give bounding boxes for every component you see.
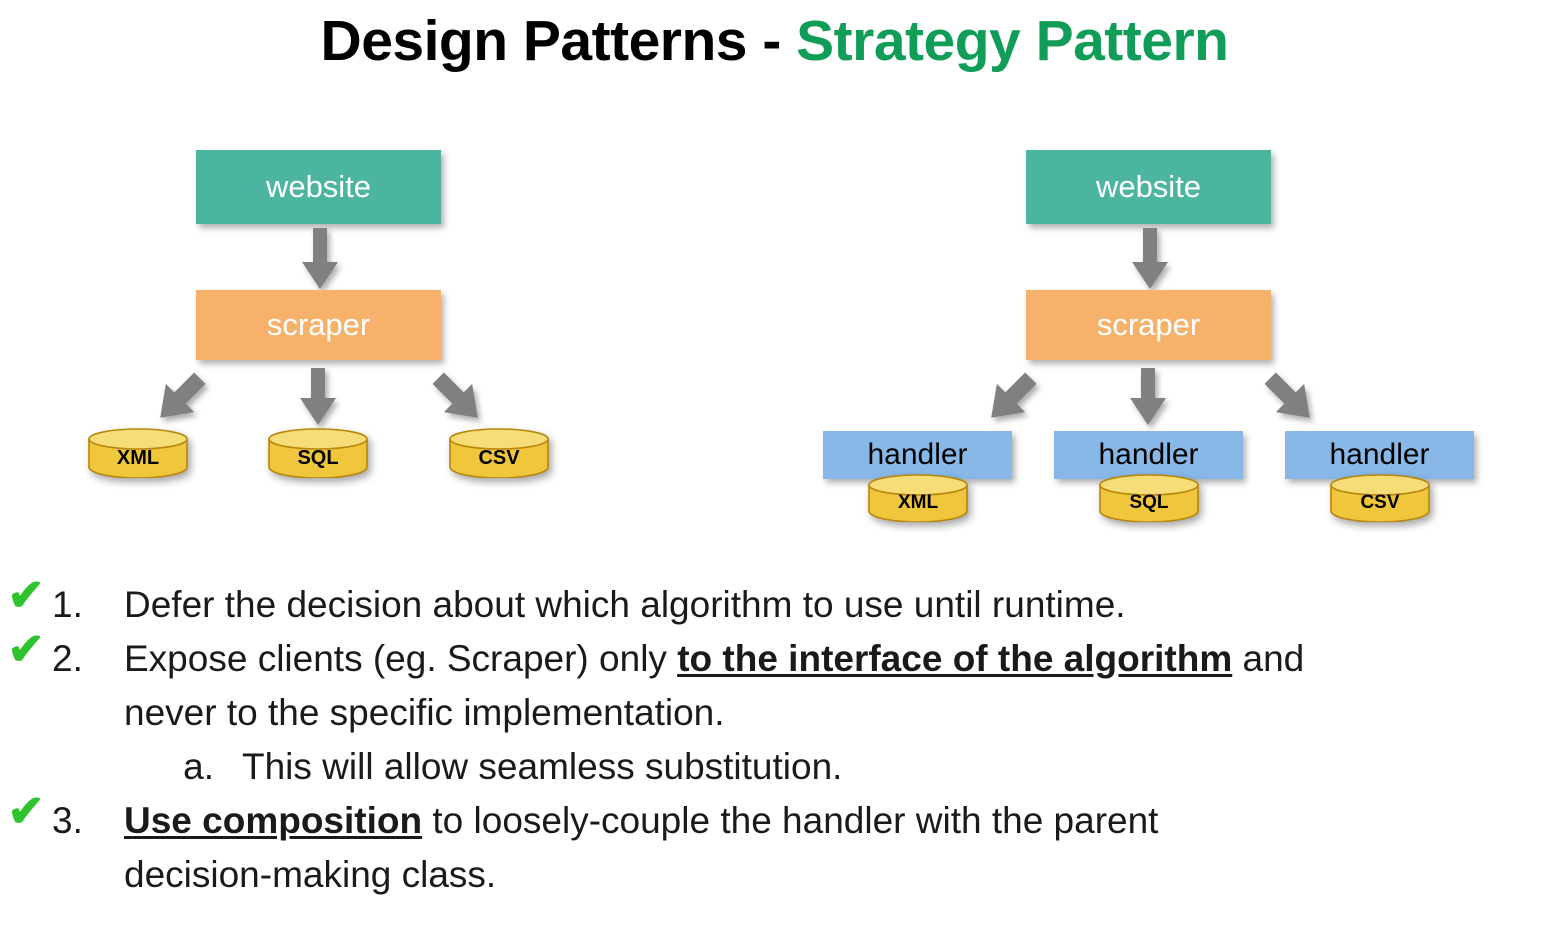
page-title-highlight: Strategy Pattern xyxy=(796,9,1229,73)
list-item: ✔a.This will allow seamless substitution… xyxy=(0,740,1549,794)
list-item-text: Expose clients (eg. Scraper) only to the… xyxy=(124,632,1549,686)
left-arrow-to-xml xyxy=(152,368,208,428)
bullet-list: ✔1.Defer the decision about which algori… xyxy=(0,574,1549,902)
left-arrow-to-csv xyxy=(430,368,486,428)
check-icon: ✔ xyxy=(7,571,45,620)
plain-text: and xyxy=(1232,638,1305,680)
list-item-text: Defer the decision about which algorithm… xyxy=(124,578,1549,632)
right-store-sql: SQL xyxy=(1099,474,1199,522)
list-item: ✔3. Use composition to loosely-couple the… xyxy=(0,790,1549,848)
plain-text: Expose clients (eg. Scraper) only xyxy=(124,638,678,680)
right-store-xml: XML xyxy=(868,474,968,522)
emphasis-text: Use composition xyxy=(124,800,423,842)
left-store-csv: CSV xyxy=(449,428,549,478)
right-arrow-to-handler-xml xyxy=(983,368,1039,428)
list-item: ✔2. Expose clients (eg. Scraper) only to … xyxy=(0,628,1549,686)
emphasis-text: to the interface of the algorithm xyxy=(677,638,1233,680)
right-handler-label-3: handler xyxy=(1329,438,1430,471)
right-handler-box-2: handler xyxy=(1054,431,1243,479)
plain-text: This will allow seamless substitution. xyxy=(242,746,843,788)
left-scraper-box: scraper xyxy=(196,290,441,360)
left-scraper-label: scraper xyxy=(266,307,371,342)
list-item-text: This will allow seamless substitution. xyxy=(242,740,1549,794)
list-item-text: decision-making class. xyxy=(124,848,1549,902)
plain-text: to loosely-couple the handler with the p… xyxy=(422,800,1159,842)
check-icon: ✔ xyxy=(7,787,45,837)
right-website-box: website xyxy=(1026,150,1271,224)
left-arrow-website-to-scraper xyxy=(301,228,339,290)
right-store-xml-label: XML xyxy=(897,492,939,513)
left-website-label: website xyxy=(265,169,372,204)
plain-text: decision-making class. xyxy=(124,854,497,896)
left-store-xml-label: XML xyxy=(116,447,160,469)
list-item-marker: 1. xyxy=(52,584,83,625)
check-icon-placeholder: ✔ xyxy=(0,736,52,780)
list-item-continuation: never to the specific implementation. xyxy=(0,686,1549,740)
check-icon: ✔ xyxy=(7,625,45,675)
right-handler-label-2: handler xyxy=(1098,438,1199,471)
list-item-marker: a. xyxy=(183,746,214,788)
left-store-xml: XML xyxy=(88,428,188,478)
right-handler-label-1: handler xyxy=(867,438,968,471)
right-scraper-box: scraper xyxy=(1026,290,1271,360)
list-item-text: Use composition to loosely-couple the ha… xyxy=(124,794,1549,848)
left-website-box: website xyxy=(196,150,441,224)
left-store-sql-label: SQL xyxy=(297,447,339,469)
right-store-sql-label: SQL xyxy=(1129,492,1169,513)
right-arrow-to-handler-csv xyxy=(1262,368,1318,428)
list-item-marker: 3. xyxy=(52,800,83,842)
list-item-continuation: decision-making class. xyxy=(0,848,1549,902)
page-title-main: Design Patterns - xyxy=(320,9,797,73)
left-store-csv-label: CSV xyxy=(478,447,520,469)
list-item: ✔1. Defer the decision about which algori… xyxy=(0,574,1549,632)
plain-text: never to the specific implementation. xyxy=(124,692,725,734)
list-item-marker: 2. xyxy=(52,638,83,680)
left-store-sql: SQL xyxy=(268,428,368,478)
right-arrow-to-handler-sql xyxy=(1129,368,1167,426)
right-scraper-label: scraper xyxy=(1096,307,1201,342)
right-store-csv: CSV xyxy=(1330,474,1430,522)
list-item-text: never to the specific implementation. xyxy=(124,686,1549,740)
right-handler-box-3: handler xyxy=(1285,431,1474,479)
right-handler-box-1: handler xyxy=(823,431,1012,479)
page-title: Design Patterns - Strategy Pattern xyxy=(0,8,1549,74)
right-store-csv-label: CSV xyxy=(1360,492,1400,513)
plain-text: Defer the decision about which algorithm… xyxy=(124,584,1126,625)
left-arrow-to-sql xyxy=(299,368,337,426)
right-arrow-website-to-scraper xyxy=(1131,228,1169,290)
right-website-label: website xyxy=(1095,169,1202,204)
